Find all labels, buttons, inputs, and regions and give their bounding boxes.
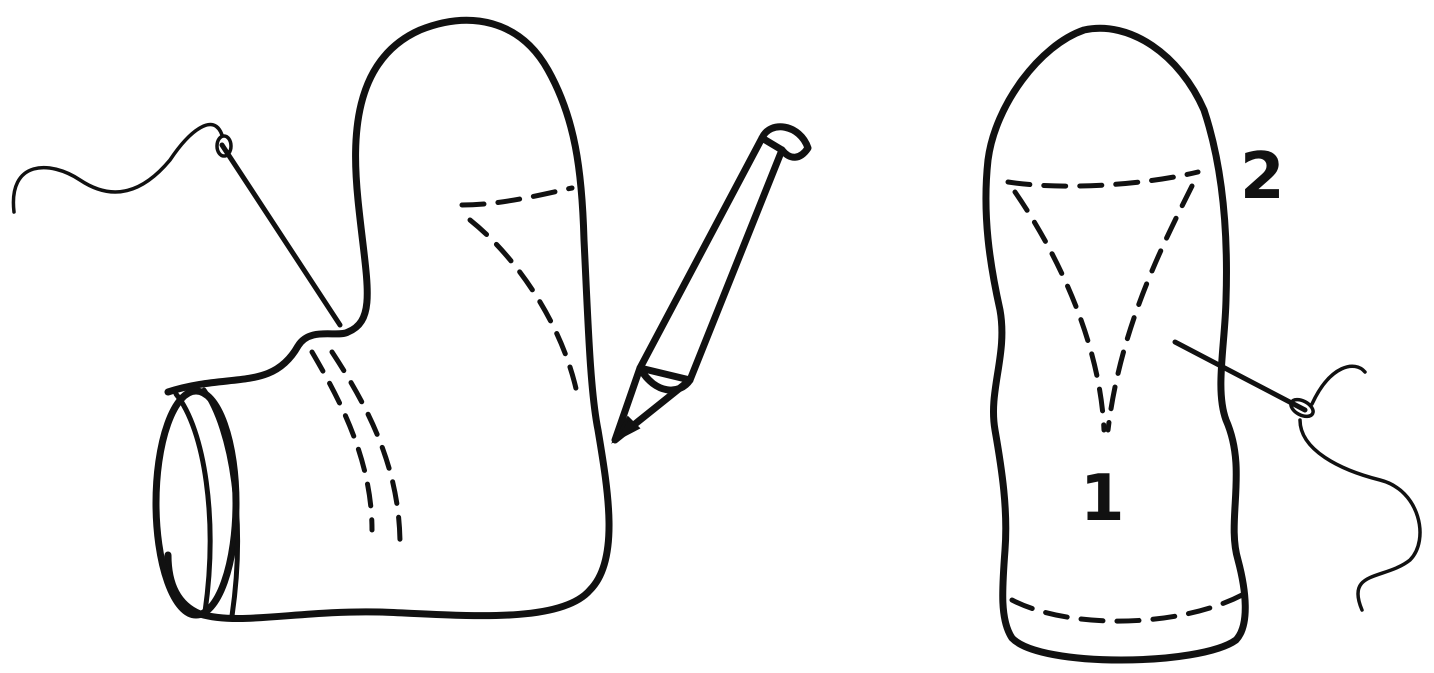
- fold-line-label-1: 1: [1080, 462, 1125, 536]
- needle-icon: [1175, 342, 1305, 410]
- right-dashed-line-left: [1015, 192, 1104, 430]
- left-heel-dashed-line-2: [332, 352, 400, 545]
- needle-icon: [222, 145, 340, 325]
- left-toe-dashed-line-curve: [470, 220, 578, 398]
- left-sock-figure: [156, 20, 609, 618]
- left-thread: [13, 125, 222, 212]
- pencil-body: [640, 138, 782, 380]
- right-dashed-line-right: [1108, 186, 1192, 430]
- left-sock-cuff-band: [176, 394, 210, 612]
- left-sock-opening: [156, 391, 236, 615]
- left-needle-with-thread: [13, 125, 340, 325]
- fold-line-label-2: 2: [1240, 140, 1285, 214]
- left-heel-dashed-line-1: [312, 352, 372, 530]
- right-sock-bottom-band: [1012, 594, 1244, 621]
- right-dashed-line-top: [1008, 172, 1198, 186]
- right-thread: [1300, 366, 1420, 610]
- pencil-icon: [615, 127, 808, 440]
- right-sock-outline: [986, 28, 1245, 660]
- right-sock-figure: 1 2: [986, 28, 1285, 660]
- right-needle-with-thread: [1175, 342, 1420, 610]
- left-toe-dashed-line-top: [462, 188, 572, 205]
